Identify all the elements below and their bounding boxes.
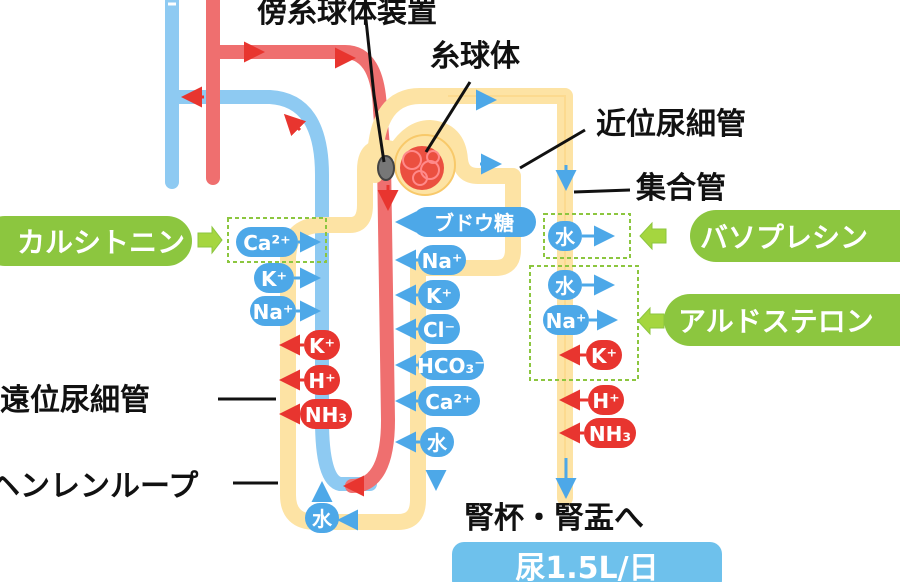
collecting-pill-water-vaso: 水 <box>548 221 615 251</box>
distal-pill-h-secrete: H⁺ <box>279 365 340 395</box>
distal-pill-k: K⁺ <box>254 263 321 293</box>
hormone-vasopressin: バソプレシン <box>700 221 868 254</box>
svg-text:水: 水 <box>312 507 333 531</box>
svg-text:HCO₃⁻: HCO₃⁻ <box>417 354 485 378</box>
hormone-calcitonin: カルシトニン <box>17 226 185 259</box>
proximal-pill-k: K⁺ <box>395 280 460 310</box>
aldosterone-arrow-icon <box>637 306 665 336</box>
collecting-pill-k-aldo: K⁺ <box>559 340 622 370</box>
leader-lines <box>218 19 631 485</box>
structure-labels: 傍糸球体装置 糸球体 近位尿細管 集合管 遠位尿細管 ヘンレンループ 腎杯・腎盂… <box>0 0 746 536</box>
collecting-pill-nh3: NH₃ <box>559 418 636 448</box>
collecting-pill-na-aldo: Na⁺ <box>543 305 618 335</box>
proximal-pill-hco3: HCO₃⁻ <box>395 350 485 380</box>
calcitonin-target-box <box>227 217 327 263</box>
label-juxtaglomerular: 傍糸球体装置 <box>257 0 437 30</box>
label-distal: 遠位尿細管 <box>0 383 150 418</box>
svg-text:NH₃: NH₃ <box>305 403 347 427</box>
proximal-pill-cl: Cl⁻ <box>395 314 460 344</box>
label-glomerulus: 糸球体 <box>430 39 521 74</box>
vasopressin-target-box <box>543 213 631 259</box>
proximal-pill-na: Na⁺ <box>395 245 466 275</box>
juxtaglomerular-apparatus <box>377 155 395 181</box>
hormone-tags: カルシトニン バソプレシン アルドステロン <box>0 210 900 381</box>
ion-pills: ブドウ糖 Na⁺ K⁺ Cl⁻ HCO₃⁻ Ca²⁺ 水 Ca²⁺ K⁺ Na⁺… <box>236 207 636 533</box>
svg-text:K⁺: K⁺ <box>261 267 287 291</box>
urine-box: 尿1.5L/日 <box>452 542 722 582</box>
collecting-pill-h: H⁺ <box>559 385 624 415</box>
svg-text:H⁺: H⁺ <box>308 369 335 393</box>
label-calyx: 腎杯・腎盂へ <box>464 501 644 536</box>
urine-label: 尿1.5L/日 <box>515 551 658 582</box>
hormone-aldosterone: アルドステロン <box>678 305 874 338</box>
svg-text:NH₃: NH₃ <box>589 422 631 446</box>
svg-text:Na⁺: Na⁺ <box>546 309 587 333</box>
proximal-pill-glucose: ブドウ糖 <box>395 207 536 237</box>
label-collecting: 集合管 <box>635 171 726 206</box>
vasopressin-arrow-icon <box>639 221 667 251</box>
label-henle: ヘンレンループ <box>0 469 199 504</box>
collecting-pill-water-aldo: 水 <box>548 270 615 300</box>
henle-pill-water: 水 <box>305 503 339 533</box>
distal-pill-k-secrete: K⁺ <box>279 330 340 360</box>
svg-text:Na⁺: Na⁺ <box>253 300 294 324</box>
aldosterone-target-box <box>529 265 639 381</box>
svg-text:K⁺: K⁺ <box>309 334 335 358</box>
svg-text:Na⁺: Na⁺ <box>422 249 463 273</box>
calcitonin-arrow-icon <box>197 225 223 255</box>
label-proximal: 近位尿細管 <box>596 107 746 142</box>
proximal-pill-ca: Ca²⁺ <box>395 386 480 416</box>
svg-text:Ca²⁺: Ca²⁺ <box>425 390 473 414</box>
svg-text:Cl⁻: Cl⁻ <box>423 318 455 342</box>
distal-pill-nh3-secrete: NH₃ <box>279 399 352 429</box>
proximal-pill-water: 水 <box>395 427 454 457</box>
svg-text:水: 水 <box>555 274 576 298</box>
svg-text:Ca²⁺: Ca²⁺ <box>243 231 291 255</box>
svg-text:水: 水 <box>427 431 448 455</box>
distal-pill-na: Na⁺ <box>250 296 321 326</box>
svg-text:H⁺: H⁺ <box>592 389 619 413</box>
svg-text:ブドウ糖: ブドウ糖 <box>434 211 514 235</box>
distal-pill-ca: Ca²⁺ <box>236 227 321 257</box>
glomerulus <box>377 134 456 196</box>
svg-text:K⁺: K⁺ <box>591 344 617 368</box>
efferent-vessel-blue <box>165 0 377 491</box>
svg-text:水: 水 <box>555 225 576 249</box>
svg-text:K⁺: K⁺ <box>426 284 452 308</box>
